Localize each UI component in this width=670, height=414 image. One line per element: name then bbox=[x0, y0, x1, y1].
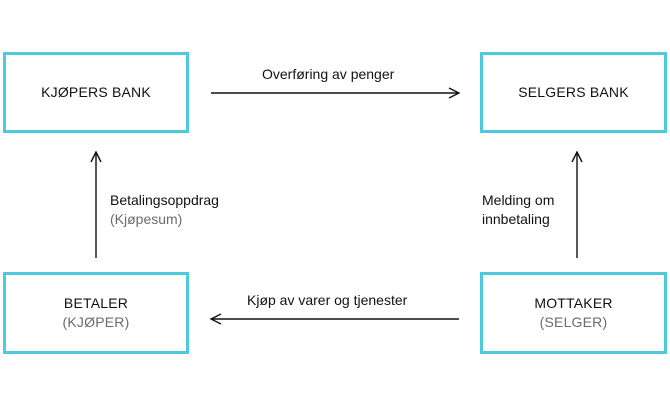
sellers-bank-box: SELGERS BANK bbox=[480, 52, 667, 133]
payment-notice-line2: innbetaling bbox=[482, 211, 550, 227]
receiver-label: MOTTAKER bbox=[534, 295, 613, 311]
transfer-label: Overføring av penger bbox=[262, 66, 395, 82]
buyers-bank-box: KJØPERS BANK bbox=[3, 52, 189, 133]
purchase-label: Kjøp av varer og tjenester bbox=[247, 292, 408, 308]
payer-label: BETALER bbox=[63, 295, 129, 311]
receiver-box: MOTTAKER (SELGER) bbox=[480, 272, 667, 354]
payment-order-label-group: Betalingsoppdrag (Kjøpesum) bbox=[110, 191, 219, 229]
payer-box: BETALER (KJØPER) bbox=[3, 272, 189, 354]
buyers-bank-label: KJØPERS BANK bbox=[41, 84, 151, 100]
receiver-sublabel: (SELGER) bbox=[539, 314, 608, 330]
payment-notice-label-group: Melding om innbetaling bbox=[482, 191, 554, 229]
payment-order-sublabel: (Kjøpesum) bbox=[110, 211, 183, 227]
payment-notice-line1: Melding om bbox=[482, 192, 555, 208]
sellers-bank-label: SELGERS BANK bbox=[518, 84, 629, 100]
payer-sublabel: (KJØPER) bbox=[62, 314, 130, 330]
payment-order-label: Betalingsoppdrag bbox=[110, 192, 219, 208]
